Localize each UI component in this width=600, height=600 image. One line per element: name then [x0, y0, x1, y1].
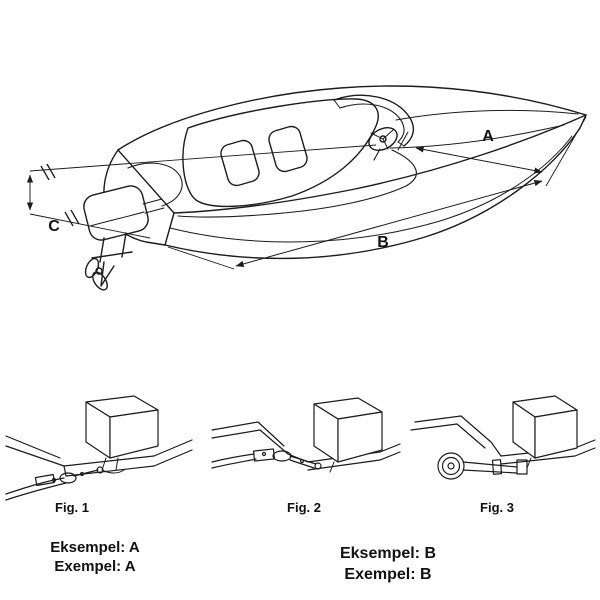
c-reference-lower	[29, 213, 151, 239]
bow-extension-line	[545, 116, 587, 187]
fig2-corner	[257, 421, 309, 463]
dimension-c: C	[26, 144, 377, 239]
dimension-b: B	[167, 180, 543, 270]
dimension-a-arrow	[415, 146, 543, 174]
figure-1-caption: Fig. 1	[55, 500, 89, 515]
fig2-bolt-2	[299, 458, 305, 464]
motor-bracket	[142, 198, 165, 214]
boat-transom-corner	[117, 149, 175, 214]
fig2-bolt-1	[261, 451, 267, 457]
fig3-bezel-inner	[441, 456, 461, 476]
fig1-clevis	[96, 466, 104, 474]
prop-hub	[95, 267, 103, 275]
fig2-connector	[272, 450, 292, 462]
fig1-cable	[5, 477, 67, 501]
motor-skeg	[100, 261, 115, 287]
fig3-shaft-nut	[491, 459, 503, 475]
example-b-line2: Exempel: B	[344, 566, 431, 583]
fig1-motor-side	[109, 409, 159, 459]
motor-cowling	[83, 185, 149, 241]
wheel-spokes	[370, 129, 394, 150]
fig1-gunwale-right	[153, 439, 193, 467]
fig3-corner	[456, 415, 502, 457]
dimension-b-arrow	[235, 180, 543, 267]
seat-right	[268, 125, 308, 173]
windshield-inner	[339, 103, 405, 143]
deck-seam-upper	[395, 109, 579, 121]
dimension-label-a: A	[482, 128, 494, 145]
fig2-motor-bracket	[329, 461, 335, 473]
boat-illustration	[103, 85, 587, 260]
fig1-bolt-2	[79, 471, 85, 477]
fig3-gunwale-left	[410, 415, 462, 431]
example-b-line1: Eksempel: B	[340, 545, 436, 562]
figure-2: Fig. 2	[211, 397, 401, 515]
cockpit-opening	[182, 98, 379, 208]
cowling-seam	[89, 211, 145, 227]
fig3-gunwale-right	[574, 439, 596, 457]
deck-seam-lower	[389, 124, 565, 149]
fig1-connector	[59, 472, 77, 484]
c-reference-upper	[29, 144, 377, 172]
dimension-a: A	[415, 116, 587, 187]
fig3-motor-bracket	[526, 457, 532, 469]
example-a-line2: Exempel: A	[54, 558, 135, 575]
prop-blade-1	[84, 257, 100, 279]
motor-well	[127, 162, 183, 207]
figure-3: Fig. 3	[410, 395, 596, 515]
figure-2-caption: Fig. 2	[287, 500, 321, 515]
example-labels: Eksempel: A Exempel: A Eksempel: B Exemp…	[50, 539, 436, 583]
fig3-bezel-hub	[447, 462, 455, 470]
fig1-link-rod	[73, 469, 99, 477]
outboard-motor	[83, 185, 165, 291]
fig3-bezel-outer	[437, 452, 465, 480]
fig3-end-fitting	[516, 459, 528, 475]
figure-3-caption: Fig. 3	[480, 500, 514, 515]
prop-blade-2	[92, 271, 108, 291]
dimension-label-c: C	[48, 218, 60, 235]
example-a-line1: Eksempel: A	[50, 539, 140, 556]
stern-extension-line	[167, 246, 235, 270]
wheel-column	[373, 148, 381, 161]
figure-1: Fig. 1	[5, 395, 193, 515]
fig2-gunwale-right	[379, 443, 401, 461]
wheel-hub	[379, 135, 387, 143]
c-tick-marks	[40, 163, 80, 227]
boat-sheer-line	[117, 85, 587, 151]
windshield-outer	[333, 94, 415, 147]
windshield-frame	[333, 99, 409, 151]
cavitation-plate	[91, 251, 133, 259]
dimension-label-b: B	[377, 234, 389, 251]
fig1-bolt-1	[51, 477, 57, 483]
fig2-gunwale-left	[211, 421, 261, 439]
fig2-motor-side	[337, 411, 383, 463]
fig3-shaft	[462, 461, 518, 474]
fig1-gunwale-left	[5, 435, 65, 467]
fig2-cable	[211, 453, 257, 469]
fig2-clevis	[314, 462, 322, 470]
fig3-motor-side	[534, 409, 578, 459]
